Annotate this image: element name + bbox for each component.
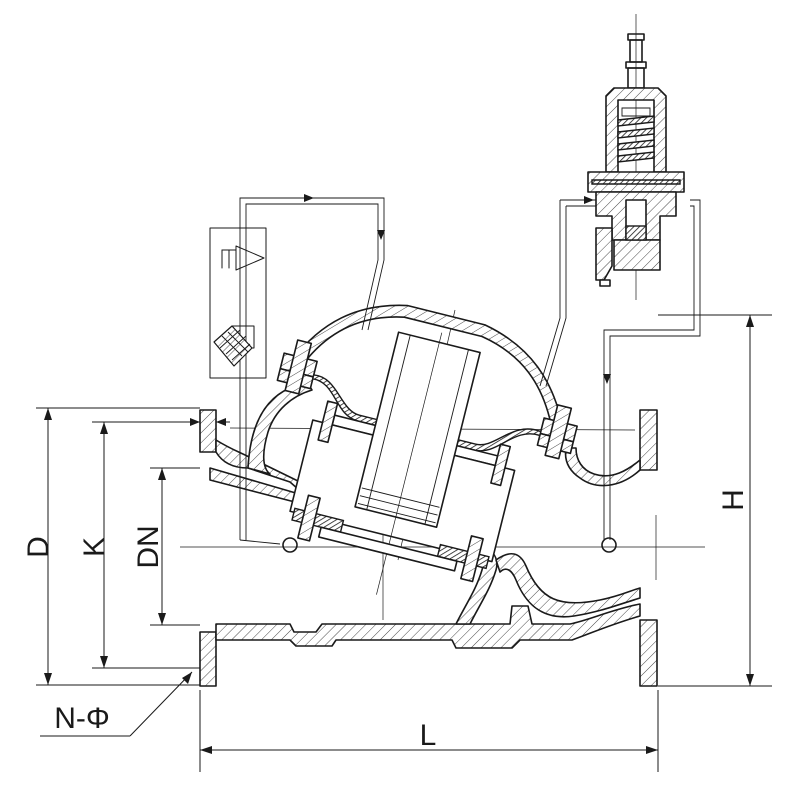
dimension-labels: D K DN H L N-Φ	[22, 489, 750, 752]
spring-band	[357, 487, 440, 524]
disc-bottom	[317, 526, 458, 572]
bonnet-assembly	[276, 304, 578, 595]
outlet-chamber-wall	[495, 553, 641, 618]
left-flange-bottom	[199, 631, 217, 687]
right-flange-bottom	[639, 619, 658, 687]
right-flange	[639, 409, 658, 471]
control-tubing	[239, 194, 701, 553]
upper-wall-outlet	[564, 447, 641, 487]
bolts	[284, 339, 573, 583]
label-k: K	[78, 537, 111, 557]
needle-strainer-box	[209, 227, 267, 379]
label-l: L	[420, 719, 437, 752]
bottom-wall	[215, 603, 641, 649]
left-flange	[199, 409, 217, 453]
pilot-valve	[587, 14, 685, 300]
valve-body	[199, 384, 658, 687]
spring	[617, 107, 655, 163]
label-dn: DN	[132, 525, 165, 568]
inlet-chamber-wall	[247, 384, 313, 475]
label-n-phi: N-Φ	[54, 702, 110, 735]
label-h: H	[717, 489, 750, 511]
label-d: D	[22, 536, 55, 558]
strainer-icon	[213, 325, 255, 367]
dimensions	[36, 314, 772, 772]
